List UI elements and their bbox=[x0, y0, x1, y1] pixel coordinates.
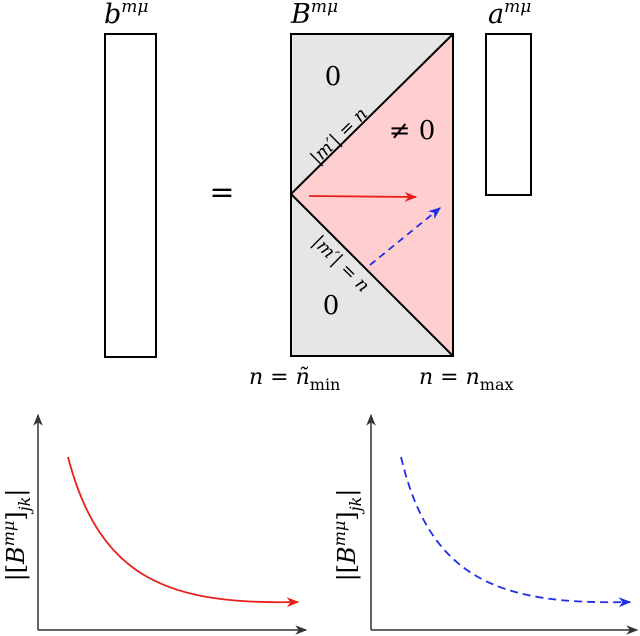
left-vector-box bbox=[104, 33, 157, 358]
equals-sign: = bbox=[209, 175, 234, 210]
plot-left-ylabel: |[Bmμ]jk| bbox=[0, 489, 34, 582]
n-max-label: n = nmax bbox=[419, 365, 514, 394]
matrix-nonzero-region bbox=[291, 34, 453, 356]
region-nonzero: ≠ 0 bbox=[389, 116, 436, 146]
right-vector: amμ bbox=[485, 0, 532, 196]
left-vector-label: bmμ bbox=[104, 0, 148, 30]
matrix-border bbox=[290, 33, 454, 357]
plot-right: |[Bmμ]jk| bbox=[330, 413, 639, 635]
matrix-label: Bmμ bbox=[290, 0, 338, 30]
n-min-label: n = ñmin bbox=[249, 365, 340, 394]
right-vector-box bbox=[485, 33, 532, 196]
plot-left: |[Bmμ]jk| bbox=[0, 413, 308, 635]
region-top-zero: 0 bbox=[325, 62, 342, 92]
right-vector-label: amμ bbox=[488, 0, 531, 30]
matrix-lower-diagonal bbox=[290, 193, 454, 357]
red-arrow bbox=[308, 191, 418, 202]
plot-right-curve bbox=[400, 456, 632, 608]
matrix-upper-diagonal bbox=[290, 33, 454, 195]
matrix: Bmμ 0 0 ≠ 0 |m′| = n |m′| = n bbox=[290, 0, 454, 357]
plot-left-curve bbox=[67, 456, 300, 608]
plot-right-ylabel: |[Bmμ]jk| bbox=[330, 489, 365, 582]
region-bottom-zero: 0 bbox=[323, 291, 340, 321]
left-vector: bmμ bbox=[104, 0, 157, 358]
blue-dashed-arrow bbox=[369, 207, 441, 266]
